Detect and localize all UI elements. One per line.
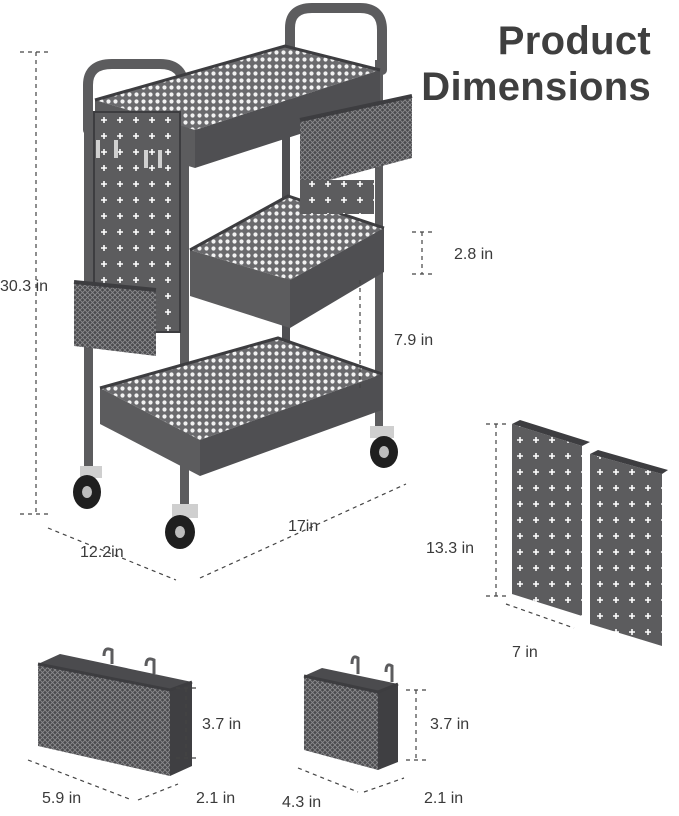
- small-basket-height-label: 3.7 in: [430, 716, 470, 733]
- large-basket: [37, 647, 193, 776]
- caster-wheel: [165, 504, 198, 549]
- cart-width-label: 12.2in: [80, 544, 124, 561]
- small-basket-length-label: 4.3 in: [282, 794, 322, 811]
- title-line-1: Product: [497, 19, 651, 63]
- small-basket: [303, 655, 399, 770]
- pegboard-width-label: 7 in: [512, 644, 538, 661]
- page-title: Product Dimensions: [351, 18, 651, 110]
- shelf-gap-large-label: 7.9 in: [394, 332, 434, 349]
- large-basket-dimension-lines: [27, 687, 196, 801]
- cart-dimension-lines: [20, 51, 436, 581]
- shelf-gap-small-label: 2.8 in: [454, 246, 494, 263]
- small-basket-dimension-lines: [297, 689, 426, 793]
- large-basket-length-label: 5.9 in: [42, 790, 82, 807]
- cart-length-label: 17in: [288, 518, 319, 535]
- small-basket-depth-label: 2.1 in: [424, 790, 464, 807]
- pegboard-height-label: 13.3 in: [426, 540, 475, 557]
- pegboard-panels: [512, 420, 668, 646]
- caster-wheel: [73, 466, 102, 509]
- rolling-cart: [73, 2, 413, 549]
- large-basket-depth-label: 2.1 in: [196, 790, 236, 807]
- large-basket-height-label: 3.7 in: [202, 716, 242, 733]
- pegboard-dimension-lines: [486, 423, 575, 629]
- title-line-2: Dimensions: [421, 65, 651, 109]
- caster-wheel: [370, 426, 398, 468]
- cart-height-label: 30.3 in: [0, 278, 49, 295]
